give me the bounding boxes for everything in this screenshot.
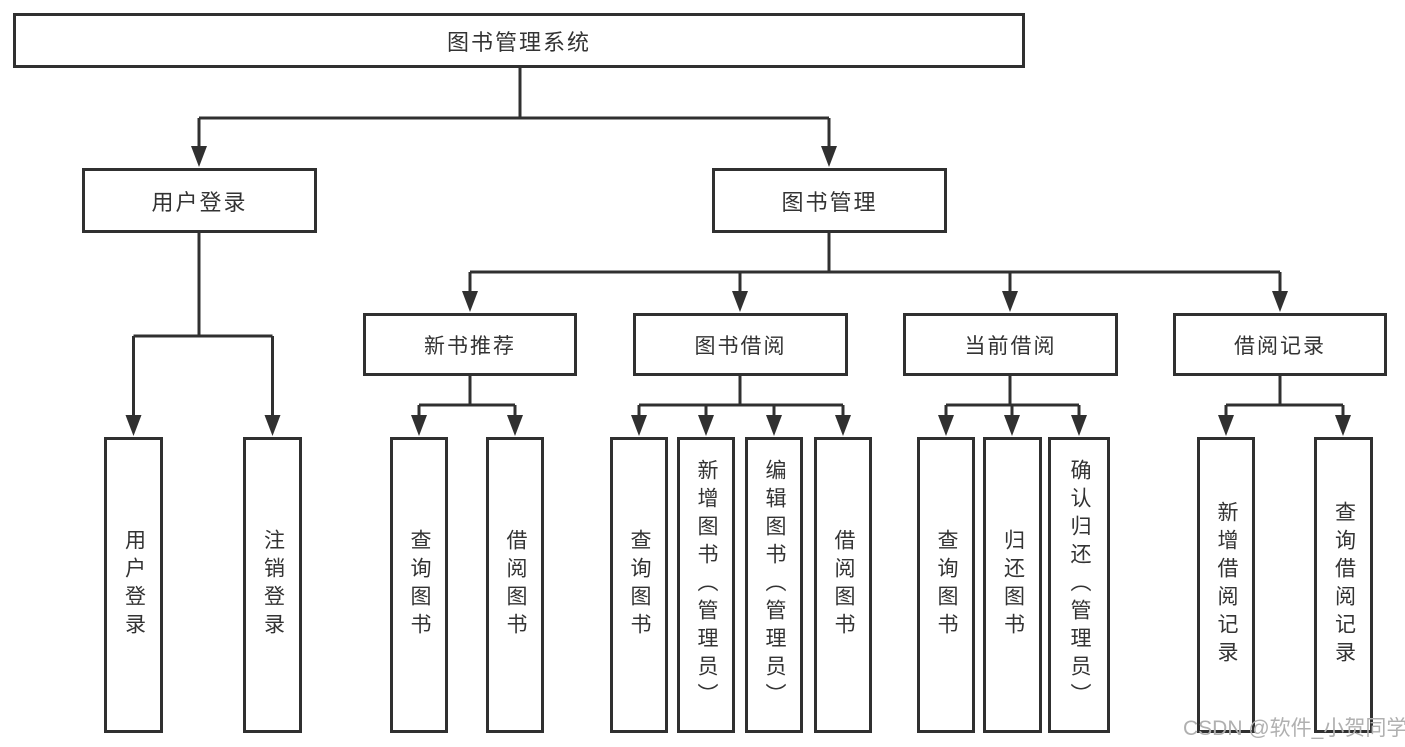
leaf-add-books-admin-label: 新增图书（管理员） bbox=[695, 459, 718, 711]
leaf-query-books-borrowing-label: 查询图书 bbox=[628, 529, 651, 641]
leaf-return-books-label: 归还图书 bbox=[1001, 529, 1025, 641]
leaf-query-books-recommend: 查询图书 bbox=[390, 437, 448, 733]
leaf-add-borrow-record: 新增借阅记录 bbox=[1197, 437, 1255, 733]
node-user-login-label: 用户登录 bbox=[151, 189, 248, 215]
node-new-book-recommendation: 新书推荐 bbox=[363, 313, 577, 376]
leaf-logout: 注销登录 bbox=[243, 437, 302, 733]
node-current-borrowing: 当前借阅 bbox=[903, 313, 1118, 376]
leaf-query-books-recommend-label: 查询图书 bbox=[408, 529, 431, 641]
node-new-book-recommendation-label: 新书推荐 bbox=[424, 334, 516, 358]
leaf-query-books-current: 查询图书 bbox=[917, 437, 975, 733]
leaf-borrow-books-borrowing-label: 借阅图书 bbox=[832, 529, 855, 641]
node-book-management: 图书管理 bbox=[712, 168, 947, 233]
leaf-edit-books-admin-label: 编辑图书（管理员） bbox=[763, 459, 786, 711]
leaf-add-borrow-record-label: 新增借阅记录 bbox=[1215, 501, 1238, 669]
node-book-borrowing-label: 图书借阅 bbox=[694, 334, 787, 358]
node-current-borrowing-label: 当前借阅 bbox=[964, 334, 1057, 358]
node-root-label: 图书管理系统 bbox=[446, 29, 591, 55]
node-borrowing-records-label: 借阅记录 bbox=[1234, 334, 1326, 358]
leaf-borrow-books-recommend: 借阅图书 bbox=[486, 437, 544, 733]
node-book-borrowing: 图书借阅 bbox=[633, 313, 848, 376]
leaf-query-books-borrowing: 查询图书 bbox=[610, 437, 668, 733]
leaf-query-borrow-record-label: 查询借阅记录 bbox=[1332, 501, 1356, 669]
node-borrowing-records: 借阅记录 bbox=[1173, 313, 1387, 376]
leaf-add-books-admin: 新增图书（管理员） bbox=[677, 437, 735, 733]
leaf-confirm-return-admin-label: 确认归还（管理员） bbox=[1068, 459, 1091, 711]
leaf-query-borrow-record: 查询借阅记录 bbox=[1314, 437, 1373, 733]
leaf-logout-label: 注销登录 bbox=[261, 529, 285, 641]
node-user-login: 用户登录 bbox=[82, 168, 317, 233]
leaf-query-books-current-label: 查询图书 bbox=[935, 529, 958, 641]
leaf-edit-books-admin: 编辑图书（管理员） bbox=[745, 437, 803, 733]
leaf-borrow-books-recommend-label: 借阅图书 bbox=[504, 529, 527, 641]
leaf-confirm-return-admin: 确认归还（管理员） bbox=[1048, 437, 1110, 733]
leaf-return-books: 归还图书 bbox=[983, 437, 1042, 733]
leaf-borrow-books-borrowing: 借阅图书 bbox=[814, 437, 872, 733]
node-root: 图书管理系统 bbox=[13, 13, 1025, 68]
node-book-management-label: 图书管理 bbox=[781, 189, 878, 215]
csdn-watermark: CSDN @软件_小贺同学 bbox=[1183, 717, 1405, 740]
leaf-user-login: 用户登录 bbox=[104, 437, 163, 733]
leaf-user-login-label: 用户登录 bbox=[122, 529, 146, 641]
